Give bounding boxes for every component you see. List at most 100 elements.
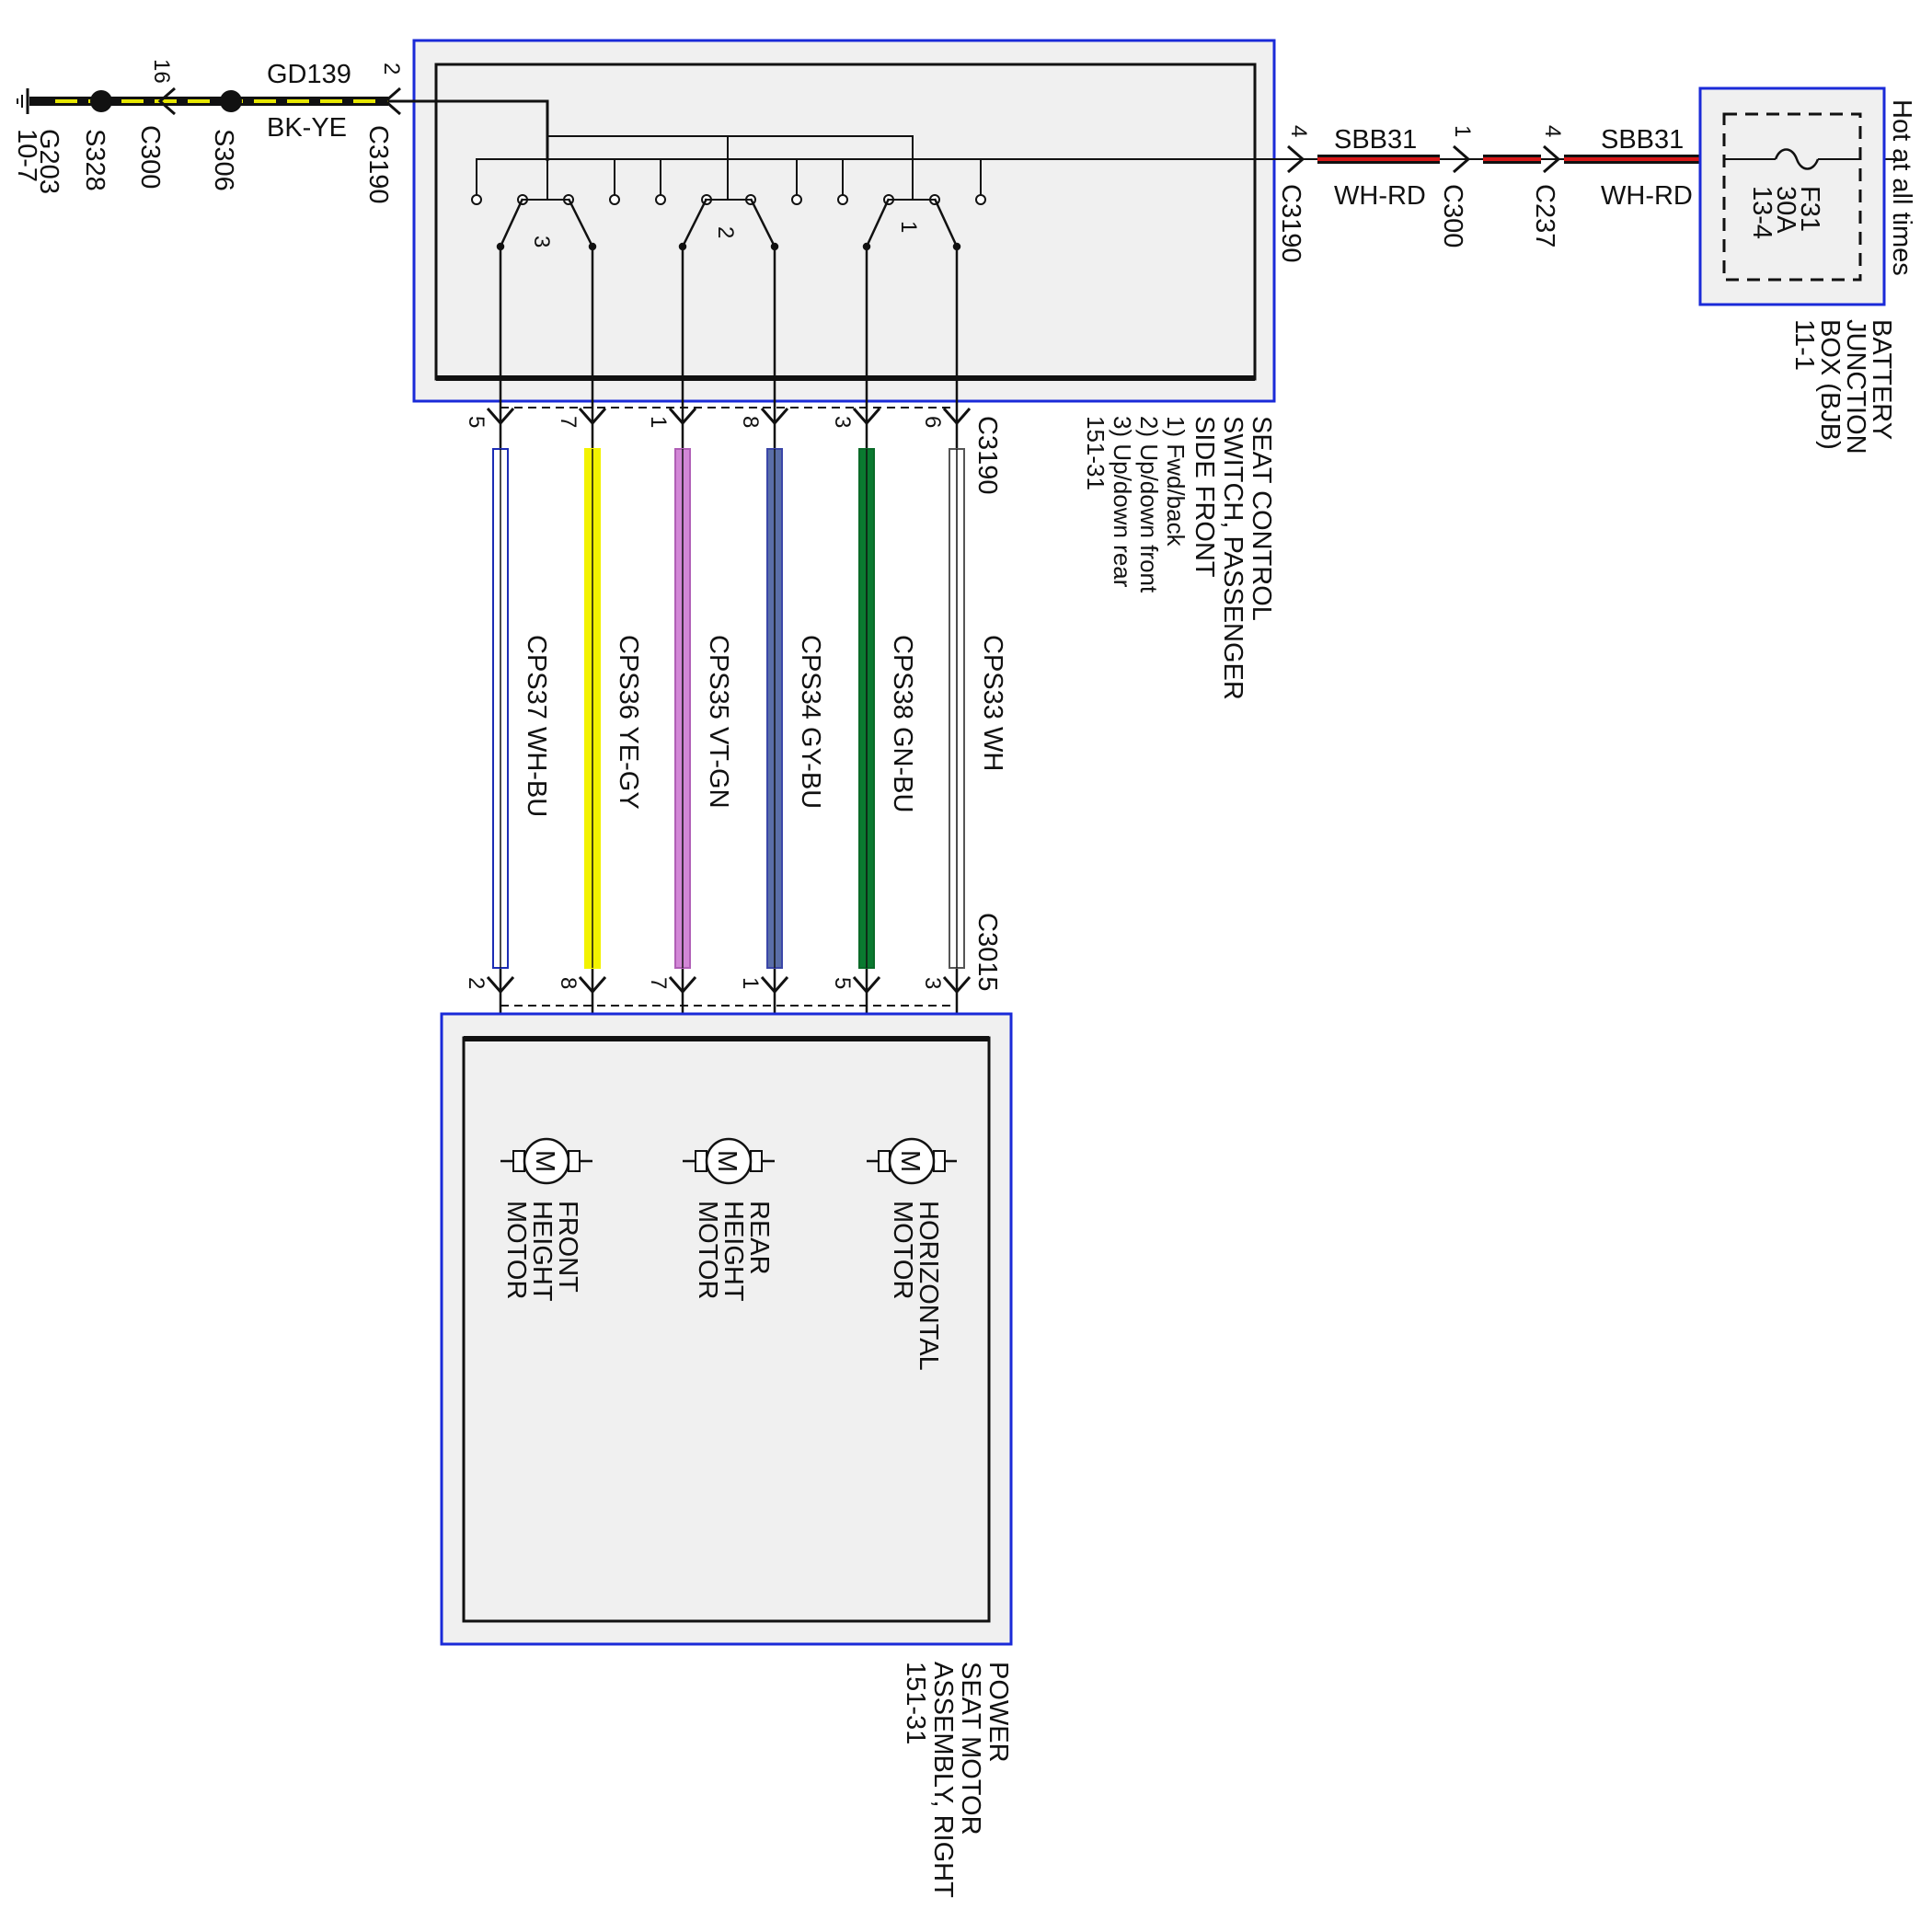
- splice-s306-label: S306: [209, 129, 238, 191]
- wire-label-cps37: CPS37 WH-BU: [522, 635, 551, 817]
- c3015-pin-cps35: 7: [646, 977, 671, 989]
- motor-rear-line3: MOTOR: [693, 1201, 722, 1299]
- connector-c300-power: [1453, 144, 1471, 174]
- connector-c300-ground: [157, 86, 176, 116]
- c3190-pin-4: 4: [1286, 125, 1311, 137]
- wire-label-cps34: CPS34 GY-BU: [796, 635, 825, 809]
- wire-label-cps33: CPS33 WH: [978, 635, 1007, 771]
- bjb-name-line2: JUNCTION: [1841, 319, 1870, 454]
- motor-symbol-2: M: [895, 1150, 925, 1172]
- c237-pin-4: 4: [1540, 125, 1565, 137]
- connector-c300-pin: 16: [149, 59, 174, 84]
- wire-label-cps35: CPS35 VT-GN: [704, 635, 733, 809]
- c237-label: C237: [1530, 184, 1559, 247]
- motor-front-line1: FRONT: [553, 1201, 582, 1293]
- wire-label-cps38: CPS38 GN-BU: [888, 635, 917, 812]
- switch-function-1: 1) Fwd/back: [1162, 416, 1190, 547]
- c3015-terminal-cps36: [578, 976, 607, 995]
- connector-c3190-power: [1287, 144, 1305, 174]
- motor-front-line2: HEIGHT: [527, 1201, 557, 1302]
- c3190-terminal-cps38: [852, 408, 881, 426]
- ground-ref: 10-7: [12, 129, 41, 182]
- c3190-power-label: C3190: [1276, 184, 1305, 262]
- c3190-terminal-cps33: [942, 408, 972, 426]
- switch-name-line3: SIDE FRONT: [1190, 416, 1219, 578]
- motor-icon-2: [888, 1137, 936, 1185]
- switch-label-3: 3: [529, 236, 554, 247]
- c300-pin-1: 1: [1450, 125, 1475, 137]
- wire-label-cps36: CPS36 YE-GY: [614, 635, 643, 810]
- splice-s328: [90, 90, 112, 112]
- fuse-ref: 13-4: [1747, 186, 1777, 239]
- c3190-bottom-label: C3190: [972, 416, 1002, 494]
- motor-rear-line1: REAR: [744, 1201, 774, 1275]
- switch-ref: 151-31: [1082, 416, 1110, 490]
- ground-circuit: G203 10-7 S328 16 C300 S306 GD139 BK-YE …: [12, 59, 404, 203]
- switch-label-1: 1: [896, 221, 921, 233]
- assembly-name-line2: SEAT MOTOR: [956, 1662, 985, 1835]
- connector-c3190-ground: [383, 86, 401, 116]
- motor-symbol-0: M: [530, 1150, 559, 1172]
- c3015-pin-cps36: 8: [556, 977, 581, 989]
- switch-inner-box: [434, 63, 1257, 381]
- ground-wire-color-label: BK-YE: [267, 113, 347, 143]
- switch-label-2: 2: [713, 226, 738, 238]
- c3015-label: C3015: [972, 913, 1002, 991]
- c3190-terminal-cps37: [486, 408, 515, 426]
- switch-function-3: 3) Up/down rear: [1109, 416, 1136, 588]
- c3015-terminal-cps37: [486, 976, 515, 995]
- switch-function-2: 2) Up/down front: [1135, 416, 1163, 593]
- seat-control-switch: 3 2 1 SEAT CONTROL SWITCH, PASSENGER SID…: [388, 39, 1297, 700]
- c3015-terminal-cps34: [760, 976, 789, 995]
- ground-id: G203: [34, 129, 63, 194]
- motor-brush-left-1: [695, 1150, 707, 1172]
- c3190-pin-cps37: 5: [464, 416, 489, 428]
- c3015-pin-cps34: 1: [738, 977, 763, 989]
- c3190-terminal-cps34: [760, 408, 789, 426]
- bjb-name-line1: BATTERY: [1867, 319, 1896, 440]
- c3015-pin-cps37: 2: [464, 977, 489, 989]
- motor-icon-0: [523, 1137, 570, 1185]
- c3190-pin-cps36: 7: [556, 416, 581, 428]
- motor-brush-right-1: [750, 1150, 763, 1172]
- c3190-pin-cps38: 3: [830, 416, 855, 428]
- fuse-name: F31: [1795, 186, 1824, 232]
- fuse-f31-symbol: [1774, 148, 1820, 170]
- battery-junction-box: F31 30A 13-4 Hot at all times BATTERY JU…: [1698, 86, 1916, 454]
- c3190-ground-label: C3190: [363, 125, 393, 203]
- motor-horizontal-line1: HORIZONTAL: [914, 1201, 943, 1371]
- power-wire2-circuit: SBB31: [1601, 125, 1684, 155]
- c3190-pin-cps34: 8: [738, 416, 763, 428]
- assembly-ref: 151-31: [901, 1662, 930, 1744]
- assembly-name-line3: ASSEMBLY, RIGHT: [928, 1662, 958, 1898]
- c3190-terminal-cps35: [668, 408, 697, 426]
- motor-symbol-1: M: [712, 1150, 742, 1172]
- assembly-name-line1: POWER: [983, 1662, 1013, 1763]
- c300-power-label: C300: [1438, 184, 1467, 247]
- connector-c237: [1543, 144, 1561, 174]
- bjb-ref: 11-1: [1789, 319, 1819, 371]
- c3015-terminal-cps38: [852, 976, 881, 995]
- switch-name-line2: SWITCH, PASSENGER: [1218, 416, 1248, 700]
- ground-wire-circuit: GD139: [267, 60, 351, 89]
- c3015-pin-cps38: 5: [830, 977, 855, 989]
- hot-at-all-times: Hot at all times: [1887, 99, 1916, 276]
- motor-brush-right-2: [933, 1150, 946, 1172]
- power-wire2-color-label: WH-RD: [1601, 181, 1693, 211]
- motor-rear-line2: HEIGHT: [719, 1201, 748, 1302]
- c3015-terminal-cps33: [942, 976, 972, 995]
- motor-brush-left-0: [512, 1150, 525, 1172]
- connector-c3190-bottom: C3190: [500, 407, 1002, 494]
- motor-brush-right-0: [568, 1150, 581, 1172]
- c3190-pin-2: 2: [379, 63, 404, 75]
- motor-front-line3: MOTOR: [501, 1201, 531, 1299]
- power-wire1-circuit: SBB31: [1334, 125, 1417, 155]
- c3190-pin-cps35: 1: [646, 416, 671, 428]
- c3190-terminal-cps36: [578, 408, 607, 426]
- power-seat-motor-assembly: M M M FRONT HEIGHT MOTOR REAR HEIGHT MOTOR…: [440, 1012, 1013, 1898]
- connector-c300-label: C300: [135, 125, 165, 189]
- motor-icon-1: [705, 1137, 753, 1185]
